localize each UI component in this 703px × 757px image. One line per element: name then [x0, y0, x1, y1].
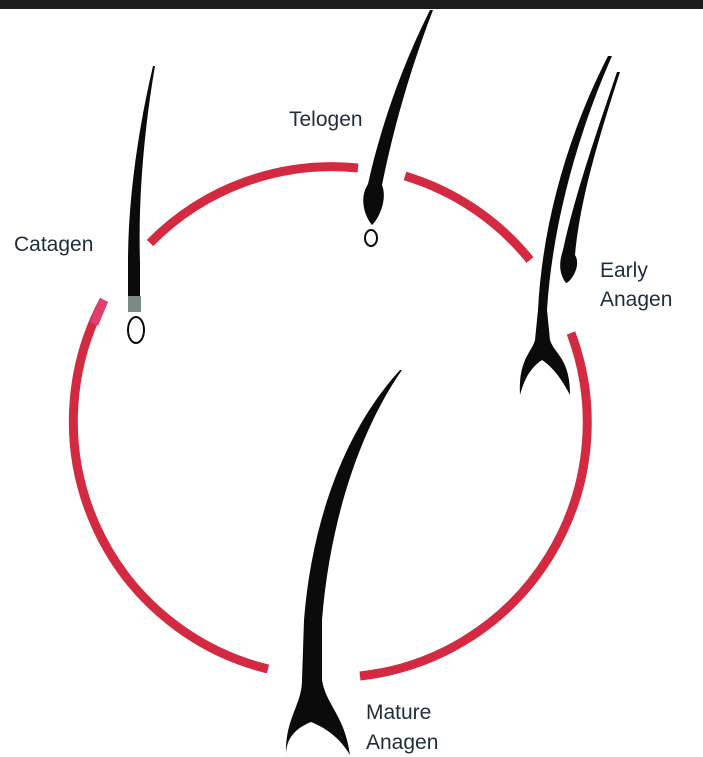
early-anagen-old-shaft — [520, 56, 612, 395]
cycle-ring — [73, 167, 587, 676]
ring-accent-catagen — [94, 300, 104, 324]
label-telogen: Telogen — [289, 108, 363, 131]
label-catagen: Catagen — [14, 233, 93, 256]
mature-anagen-shaft — [286, 370, 402, 755]
ring-arc-telogen-to-early-anagen — [405, 176, 530, 260]
catagen-hair — [128, 66, 155, 343]
label-mature-anagen-line2: Anagen — [366, 731, 438, 754]
top-bar — [0, 0, 703, 9]
telogen-hair-shaft — [363, 10, 433, 225]
mature-anagen-hair — [286, 370, 402, 755]
catagen-hair-shaft — [128, 66, 155, 300]
early-anagen-hair — [520, 56, 620, 395]
label-early-anagen-line1: Early — [600, 259, 648, 282]
ring-arc-catagen-to-telogen — [150, 167, 358, 243]
telogen-club-bulb — [365, 230, 377, 246]
telogen-hair — [363, 10, 433, 246]
ring-arc-early-to-mature-anagen — [360, 333, 587, 676]
catagen-sheath — [128, 296, 141, 312]
label-mature-anagen-line1: Mature — [366, 701, 431, 724]
stage-labels: Telogen Catagen Early Anagen Mature Anag… — [14, 108, 672, 754]
ring-arc-mature-anagen-to-catagen — [73, 300, 268, 669]
catagen-bulb — [128, 317, 144, 343]
label-early-anagen-line2: Anagen — [600, 288, 672, 311]
